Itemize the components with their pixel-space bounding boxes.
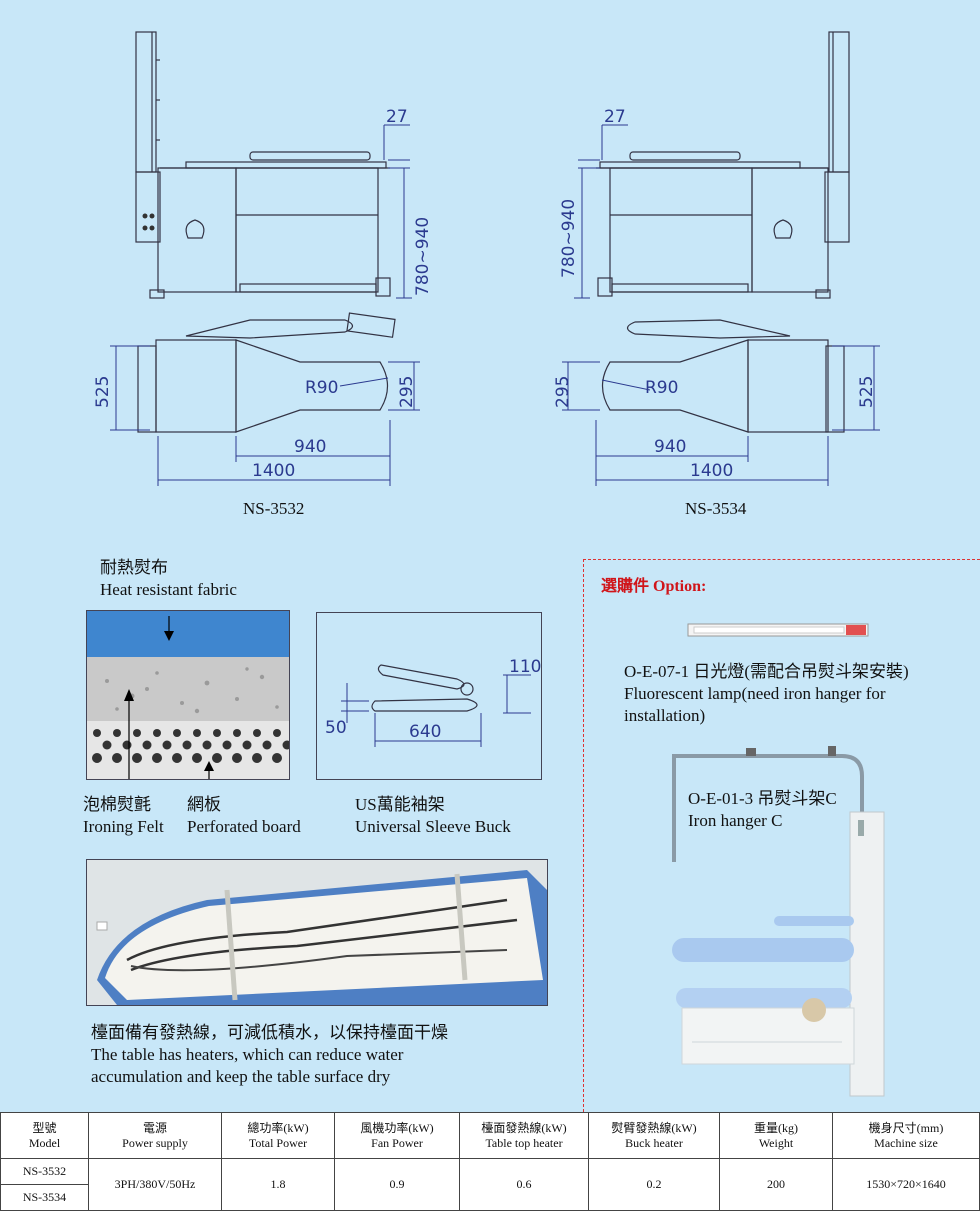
header-zh: 總功率(kW) (247, 1120, 309, 1135)
buck-heater-cell: 0.2 (588, 1158, 720, 1211)
ns3534-dim-radius: R90 (645, 378, 678, 398)
weight-cell: 200 (719, 1158, 833, 1211)
ns3534-dim-top: 27 (604, 107, 626, 127)
iron-hanger-image (662, 742, 898, 1098)
table-heater-photo (86, 859, 548, 1006)
header-zh: 檯面發熱線(kW) (481, 1120, 567, 1135)
header-en: Model (28, 1135, 61, 1150)
spec-header-cell: 風機功率(kW)Fan Power (334, 1112, 460, 1159)
model-cell: NS-3534 (0, 1184, 89, 1211)
table-heater-illustration (87, 860, 547, 1005)
iron-hanger-illustration (672, 746, 885, 1097)
fabric-top-label-en: Heat resistant fabric (100, 580, 237, 599)
ns3532-plan-view: 525 R90 295 940 1400 (93, 312, 420, 486)
sleeve-buck-label-en: Universal Sleeve Buck (355, 817, 511, 836)
lamp-label-zh: O-E-07-1 日光燈(需配合吊熨斗架安裝) (624, 662, 909, 681)
sleeve-buck-label-zh: US萬能袖架 (355, 795, 445, 814)
ns3532-dim-top: 27 (386, 107, 408, 127)
ns3534-dim-1400: 1400 (690, 461, 733, 481)
fabric-top-label-zh: 耐熱熨布 (100, 558, 168, 577)
table-row: NS-3534 (0, 1184, 980, 1211)
ns3534-dim-height: 780~940 (559, 199, 579, 278)
machine-size-cell: 1530×720×1640 (832, 1158, 980, 1211)
sleeve-dim-640: 640 (409, 722, 441, 742)
header-zh: 重量(kg) (754, 1120, 798, 1135)
heater-caption-en-1: The table has heaters, which can reduce … (91, 1045, 404, 1064)
option-panel (583, 559, 980, 1112)
sleeve-dim-110: 110 (509, 657, 541, 677)
spec-header-cell: 重量(kg)Weight (719, 1112, 833, 1159)
header-zh: 型號 (32, 1120, 57, 1135)
fabric-layers-photo (86, 610, 290, 780)
header-en: Total Power (248, 1135, 308, 1150)
lamp-label-en-1: Fluorescent lamp(need iron hanger for (624, 684, 886, 703)
option-title: 選購件 Option: (601, 578, 707, 595)
ns3532-dim-1400: 1400 (252, 461, 295, 481)
ns3534-plan-view: 525 R90 295 940 1400 (553, 319, 880, 486)
spec-header-cell: 機身尺寸(mm)Machine size (832, 1112, 980, 1159)
sleeve-dim-50: 50 (325, 718, 347, 738)
fluorescent-lamp-illustration (687, 623, 869, 637)
ns3532-dim-height: 780~940 (413, 217, 433, 296)
header-en: Weight (758, 1135, 794, 1150)
ns3534-side-view: 27 780~940 (559, 31, 850, 299)
total-power-cell: 1.8 (221, 1158, 335, 1211)
fan-power-cell: 0.9 (334, 1158, 460, 1211)
fabric-layers-illustration (87, 611, 289, 779)
ns3532-dim-width: 525 (93, 376, 113, 408)
ns3532-dim-radius: R90 (305, 378, 338, 398)
spec-header-cell: 總功率(kW)Total Power (221, 1112, 335, 1159)
ns3534-dim-nose: 295 (553, 376, 573, 408)
fluorescent-lamp-image (686, 620, 870, 642)
header-en: Table top heater (485, 1135, 563, 1150)
felt-label-zh: 泡棉熨氈 (83, 795, 151, 814)
header-zh: 熨臂發熱線(kW) (611, 1120, 697, 1135)
header-zh: 機身尺寸(mm) (868, 1120, 944, 1135)
sleeve-buck-illustration: 110 50 640 (325, 657, 541, 747)
table-row: NS-3532 3PH/380V/50Hz 1.8 0.9 0.6 0.2 20… (0, 1158, 980, 1211)
power-supply-cell: 3PH/380V/50Hz (88, 1158, 222, 1211)
hanger-label-en: Iron hanger C (688, 811, 783, 830)
spec-header-cell: 熨臂發熱線(kW)Buck heater (588, 1112, 720, 1159)
felt-label-en: Ironing Felt (83, 817, 164, 836)
board-label-en: Perforated board (187, 817, 301, 836)
model-label-ns3534: NS-3534 (685, 499, 747, 518)
ns3532-dim-940: 940 (294, 437, 326, 457)
spec-header-cell: 檯面發熱線(kW)Table top heater (459, 1112, 589, 1159)
ns3534-dim-width: 525 (857, 376, 877, 408)
header-zh: 風機功率(kW) (360, 1120, 434, 1135)
table-top-heater-cell: 0.6 (459, 1158, 589, 1211)
board-label-zh: 網板 (187, 795, 221, 814)
ns3532-dim-nose: 295 (397, 376, 417, 408)
header-en: Fan Power (371, 1135, 423, 1150)
header-en: Machine size (874, 1135, 938, 1150)
heater-caption-zh: 檯面備有發熱線，可減低積水，以保持檯面干燥 (91, 1023, 448, 1042)
technical-drawings: 27 780~940 525 R90 295 940 1400 (93, 31, 880, 486)
header-en: Buck heater (625, 1135, 683, 1150)
header-zh: 電源 (142, 1120, 167, 1135)
ns3534-dim-940: 940 (654, 437, 686, 457)
ns3532-side-view: 27 780~940 (135, 31, 433, 299)
model-label-ns3532: NS-3532 (243, 499, 305, 518)
heater-caption-en-2: accumulation and keep the table surface … (91, 1067, 391, 1086)
hanger-label-zh: O-E-01-3 吊熨斗架C (688, 789, 837, 808)
header-en: Power supply (122, 1135, 188, 1150)
model-cell: NS-3532 (0, 1158, 89, 1185)
sleeve-buck-drawing: 110 50 640 (316, 612, 542, 780)
lamp-label-en-2: installation) (624, 706, 706, 725)
